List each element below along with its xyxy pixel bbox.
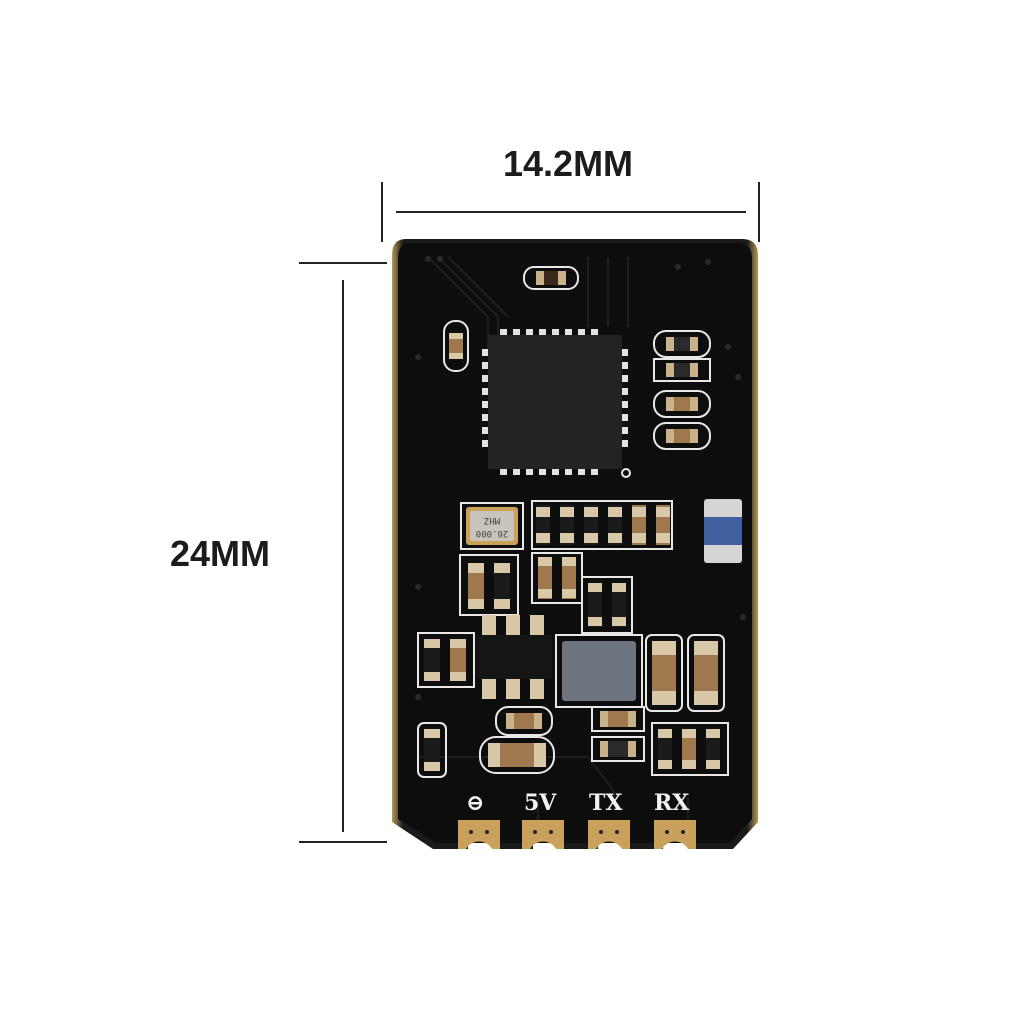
antenna-component — [704, 499, 742, 563]
height-tick-top — [299, 262, 387, 264]
receiver-pcb: MHZ 26.000 — [392, 239, 758, 849]
pad-label-5v: 5V — [524, 790, 557, 816]
regulator-chip — [476, 615, 552, 699]
resistor-top — [523, 266, 579, 290]
inductor — [555, 634, 643, 708]
pad-label-ground: ⊖ — [466, 790, 485, 816]
width-tick-right — [758, 182, 760, 242]
svg-text:MHZ: MHZ — [483, 515, 500, 525]
width-tick-left — [381, 182, 383, 242]
solder-pads — [458, 820, 696, 849]
height-dimension-label: 24MM — [170, 533, 271, 574]
pad-label-tx: TX — [589, 790, 623, 816]
svg-text:26.000: 26.000 — [476, 528, 509, 538]
mcu-chip — [482, 329, 631, 478]
pad-label-rx: RX — [654, 790, 690, 816]
width-dimension-label: 14.2MM — [503, 143, 634, 184]
crystal-oscillator: MHZ 26.000 — [460, 502, 524, 550]
height-dimension-line — [342, 280, 344, 832]
height-tick-bottom — [299, 841, 387, 843]
width-dimension-line — [396, 211, 746, 213]
